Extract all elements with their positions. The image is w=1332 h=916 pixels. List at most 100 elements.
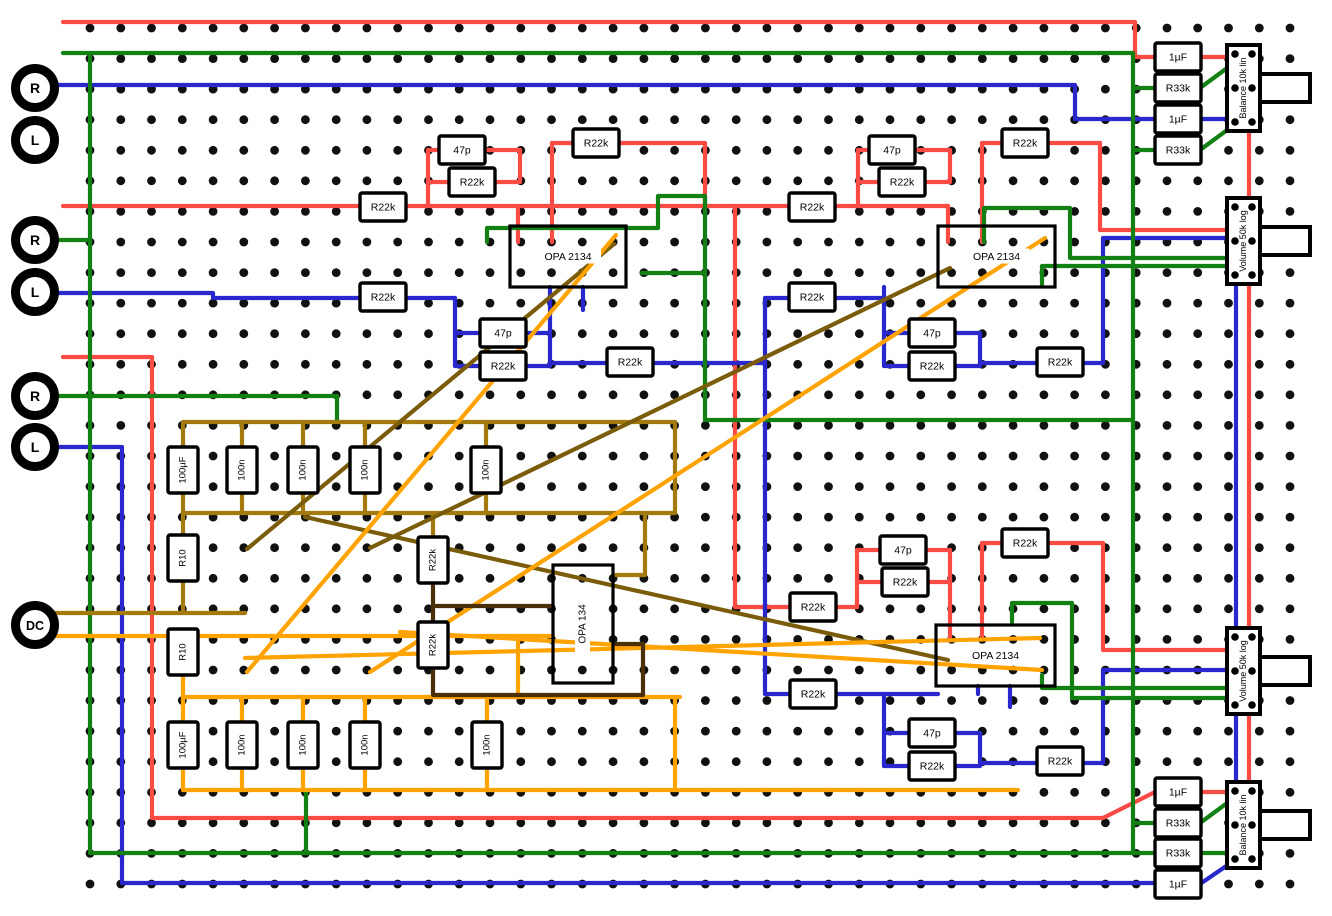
wire-darkyellow-93[interactable] xyxy=(613,510,648,578)
resistor-R22k-20[interactable]: R22k xyxy=(788,678,838,710)
capacitor-100n-45[interactable]: 100n xyxy=(470,720,504,770)
capacitor-1µF-26[interactable]: 1µF xyxy=(1153,103,1203,135)
capacitor-47p-21[interactable]: 47p xyxy=(907,717,957,749)
wire-orange-108[interactable] xyxy=(367,235,1048,675)
resistor-R22k-4[interactable]: R22k xyxy=(358,281,408,313)
resistor-R22k-11[interactable]: R22k xyxy=(787,191,837,223)
wire-red-19[interactable] xyxy=(1097,140,1230,233)
component-body xyxy=(348,720,382,770)
resistor-R22k-10[interactable]: R22k xyxy=(1000,127,1050,159)
capacitor-1µF-31[interactable]: 1µF xyxy=(1153,868,1203,900)
board-hole xyxy=(793,451,803,461)
wire-orange-107[interactable] xyxy=(244,232,619,675)
resistor-R10-38[interactable]: R10 xyxy=(166,627,200,677)
board-hole xyxy=(824,512,833,522)
resistor-R33k-29[interactable]: R33k xyxy=(1153,807,1203,839)
board-hole xyxy=(824,818,833,828)
board-hole xyxy=(239,145,249,155)
terminal-l-1[interactable]: L xyxy=(11,116,59,164)
wire-green-79[interactable] xyxy=(1009,600,1230,701)
resistor-R22k-2[interactable]: R22k xyxy=(571,127,621,159)
pot-shaft[interactable] xyxy=(1258,72,1312,104)
terminal-r-0[interactable]: R xyxy=(11,64,59,112)
pot-shaft[interactable] xyxy=(1258,809,1312,841)
pot-balance-10k-lin-3[interactable]: Balance 10k lin xyxy=(1225,780,1312,870)
resistor-R22k-18[interactable]: R22k xyxy=(1000,527,1050,559)
pot-balance-10k-lin-0[interactable]: Balance 10k lin xyxy=(1225,43,1312,133)
resistor-R10-37[interactable]: R10 xyxy=(166,533,200,583)
capacitor-100n-44[interactable]: 100n xyxy=(348,720,382,770)
capacitor-100n-43[interactable]: 100n xyxy=(286,720,320,770)
resistor-R22k-17[interactable]: R22k xyxy=(880,566,930,598)
resistor-R22k-9[interactable]: R22k xyxy=(877,166,927,198)
board-hole xyxy=(362,359,372,369)
wire-olive-96[interactable] xyxy=(302,514,951,663)
resistor-R22k-40[interactable]: R22k xyxy=(416,620,450,670)
pot-shaft[interactable] xyxy=(1258,655,1312,687)
terminal-dc-6[interactable]: DC xyxy=(11,601,59,649)
ic-opa-2134-0[interactable]: OPA 2134 xyxy=(508,224,628,289)
board-hole xyxy=(208,482,218,491)
resistor-R22k-6[interactable]: R22k xyxy=(478,350,528,382)
capacitor-1µF-28[interactable]: 1µF xyxy=(1153,776,1203,808)
capacitor-100n-33[interactable]: 100n xyxy=(225,445,259,495)
capacitor-47p-13[interactable]: 47p xyxy=(907,317,957,349)
wire-blue-56[interactable] xyxy=(1100,667,1230,766)
resistor-R33k-27[interactable]: R33k xyxy=(1153,134,1203,166)
wire-red-30[interactable] xyxy=(60,354,1158,821)
resistor-R22k-14[interactable]: R22k xyxy=(907,350,957,382)
pot-shaft[interactable] xyxy=(1258,225,1312,257)
board-hole xyxy=(1193,23,1203,33)
wire-green-78[interactable] xyxy=(1039,263,1243,288)
capacitor-100µF-32[interactable]: 100µF xyxy=(166,445,200,495)
capacitor-47p-8[interactable]: 47p xyxy=(867,134,917,166)
resistor-R22k-7[interactable]: R22k xyxy=(605,346,655,378)
resistor-R22k-15[interactable]: R22k xyxy=(1035,346,1085,378)
wire-brown-113[interactable] xyxy=(430,641,646,698)
resistor-R22k-39[interactable]: R22k xyxy=(416,535,450,585)
capacitor-100n-36[interactable]: 100n xyxy=(469,445,503,495)
resistor-R22k-22[interactable]: R22k xyxy=(907,750,957,782)
resistor-R22k-12[interactable]: R22k xyxy=(787,281,837,313)
ic-opa-2134-2[interactable]: OPA 2134 xyxy=(934,623,1057,688)
terminal-r-2[interactable]: R xyxy=(11,216,59,264)
wire-green-80[interactable] xyxy=(1039,672,1230,691)
wire-blue-48[interactable] xyxy=(1100,235,1230,366)
board-hole xyxy=(454,482,464,491)
capacitor-100µF-41[interactable]: 100µF xyxy=(166,720,200,770)
resistor-R22k-19[interactable]: R22k xyxy=(788,591,838,623)
component-body xyxy=(1153,41,1203,73)
resistor-R33k-25[interactable]: R33k xyxy=(1153,72,1203,104)
resistor-R22k-1[interactable]: R22k xyxy=(447,166,497,198)
capacitor-100n-42[interactable]: 100n xyxy=(225,720,259,770)
ic-opa-2134-1[interactable]: OPA 2134 xyxy=(936,224,1057,289)
capacitor-100n-34[interactable]: 100n xyxy=(286,445,320,495)
wire-red-0[interactable] xyxy=(60,19,1158,60)
resistor-R33k-30[interactable]: R33k xyxy=(1153,837,1203,869)
ic-opa-134-3[interactable]: OPA 134 xyxy=(551,563,615,685)
terminal-l-3[interactable]: L xyxy=(11,268,59,316)
capacitor-47p-5[interactable]: 47p xyxy=(478,317,528,349)
pot-volume-50k-log-2[interactable]: Volume 50k log xyxy=(1225,626,1312,716)
terminal-r-4[interactable]: R xyxy=(11,372,59,420)
resistor-R22k-23[interactable]: R22k xyxy=(1035,745,1085,777)
terminal-l-5[interactable]: L xyxy=(11,423,59,471)
pot-volume-50k-log-1[interactable]: Volume 50k log xyxy=(1225,196,1312,286)
capacitor-47p-16[interactable]: 47p xyxy=(878,534,928,566)
wire-blue-34[interactable] xyxy=(45,290,458,301)
wire-blue-32[interactable] xyxy=(45,82,1158,122)
capacitor-100n-35[interactable]: 100n xyxy=(348,445,382,495)
board-hole xyxy=(116,176,126,186)
capacitor-1µF-24[interactable]: 1µF xyxy=(1153,41,1203,73)
resistor-R22k-3[interactable]: R22k xyxy=(358,191,408,223)
wire-green-73[interactable] xyxy=(45,393,340,423)
wire-red-29[interactable] xyxy=(1100,540,1230,653)
wire-green-75[interactable] xyxy=(484,193,708,423)
component-label: R22k xyxy=(893,577,918,589)
capacitor-47p-0[interactable]: 47p xyxy=(437,134,487,166)
wire-blue-59[interactable] xyxy=(45,444,1158,886)
component-label: R33k xyxy=(1166,145,1191,157)
wire-olive-95[interactable] xyxy=(367,265,953,551)
wire-green-77[interactable] xyxy=(981,205,1243,261)
wire-olive-94[interactable] xyxy=(244,241,617,552)
